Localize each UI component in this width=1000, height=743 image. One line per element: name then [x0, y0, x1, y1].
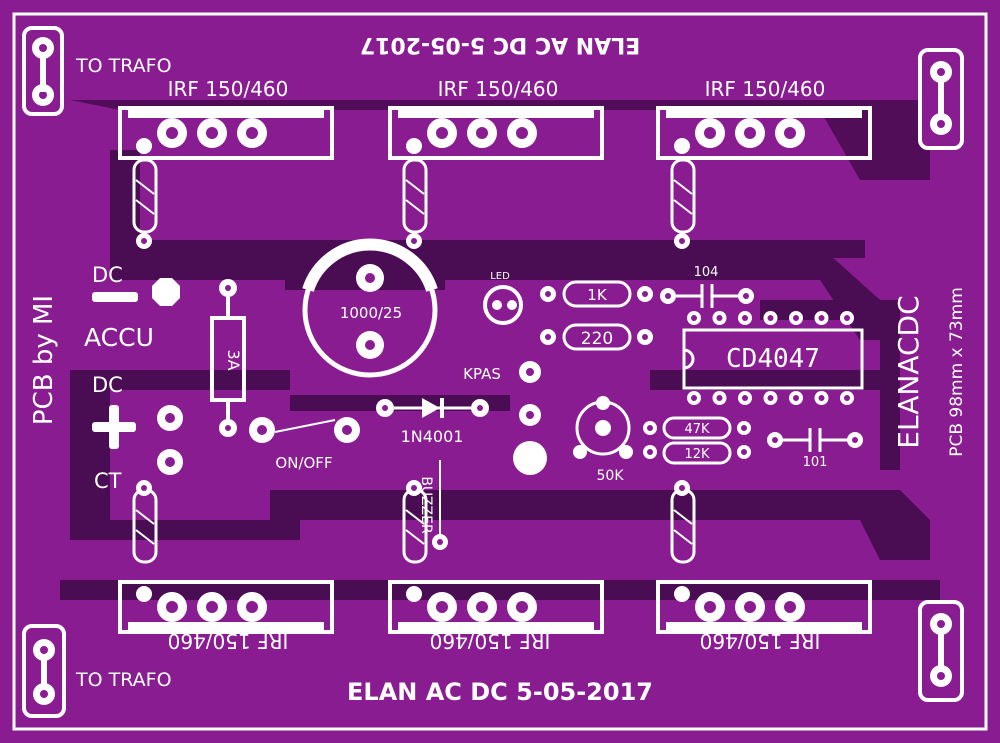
cap-main-label: 1000/25: [340, 304, 402, 322]
fuse: [210, 279, 246, 437]
pcb-by-label: PCB by MI: [29, 295, 59, 425]
resistor-12k: [643, 441, 751, 465]
bottom-title: ELAN AC DC 5-05-2017: [347, 678, 653, 706]
mosfet-4: [118, 480, 334, 634]
capacitor-101: [767, 428, 863, 452]
irf-label-5: IRF 150/460: [430, 629, 551, 653]
capacitor-104: [660, 284, 754, 308]
mosfet-3: [656, 106, 872, 249]
r47k-label: 47K: [684, 422, 710, 437]
silkscreen-text: ELAN AC DC 5-05-2017 ELAN AC DC 5-05-201…: [29, 32, 967, 706]
kpas-label: KPAS: [463, 365, 501, 383]
irf-label-4: IRF 150/460: [168, 629, 289, 653]
side-size: PCB 98mm x 73mm: [947, 287, 967, 457]
r220-label: 220: [581, 329, 613, 349]
copper-traces: [60, 100, 940, 600]
main-capacitor: [302, 238, 438, 378]
irf-label-1: IRF 150/460: [168, 77, 289, 101]
dc-label-2: DC: [92, 373, 123, 397]
terminal-top-right: [918, 48, 964, 150]
kpas-transistor: [513, 361, 547, 475]
r12k-label: 12K: [684, 447, 710, 462]
terminal-top-left: [22, 26, 64, 116]
potentiometer-50k: [573, 396, 633, 459]
side-title: ELANACDC: [892, 295, 925, 448]
ic-cd4047: [682, 311, 864, 405]
mosfet-2: [388, 106, 604, 249]
trafo-top-label: TO TRAFO: [75, 55, 172, 77]
diode-label: 1N4001: [401, 427, 464, 446]
power-switch: [249, 417, 360, 443]
accu-label: ACCU: [84, 323, 154, 352]
dc-label: DC: [92, 263, 123, 287]
buzzer: [432, 460, 448, 550]
irf-label-3: IRF 150/460: [705, 77, 826, 101]
mosfet-1: [118, 106, 334, 249]
ic-label: CD4047: [726, 344, 820, 374]
accu-pads: [92, 278, 183, 475]
switch-label: ON/OFF: [275, 454, 332, 472]
irf-label-2: IRF 150/460: [438, 77, 559, 101]
top-title: ELAN AC DC 5-05-2017: [360, 32, 640, 57]
mosfet-6: [656, 480, 872, 634]
terminal-bottom-left: [22, 624, 66, 718]
resistor-220: [540, 323, 653, 351]
buzzer-label: BUZZER: [418, 476, 434, 534]
fuse-label: 3A: [224, 349, 243, 370]
pot-label: 50K: [597, 468, 625, 484]
mosfet-group: [118, 106, 872, 634]
led: [483, 285, 523, 325]
board-outline: [12, 12, 988, 731]
resistor-1k: [540, 280, 653, 308]
resistor-47k: [643, 416, 751, 440]
led-label: LED: [490, 271, 510, 282]
c101-label: 101: [803, 455, 828, 470]
r1k-label: 1K: [587, 286, 608, 304]
mosfet-5: [388, 480, 604, 634]
irf-label-6: IRF 150/460: [700, 629, 821, 653]
terminal-bottom-right: [918, 600, 964, 702]
diode-1n4001: [376, 398, 489, 418]
trafo-bottom-label: TO TRAFO: [75, 669, 172, 691]
ct-label: CT: [94, 469, 122, 493]
c104-label: 104: [694, 265, 719, 280]
